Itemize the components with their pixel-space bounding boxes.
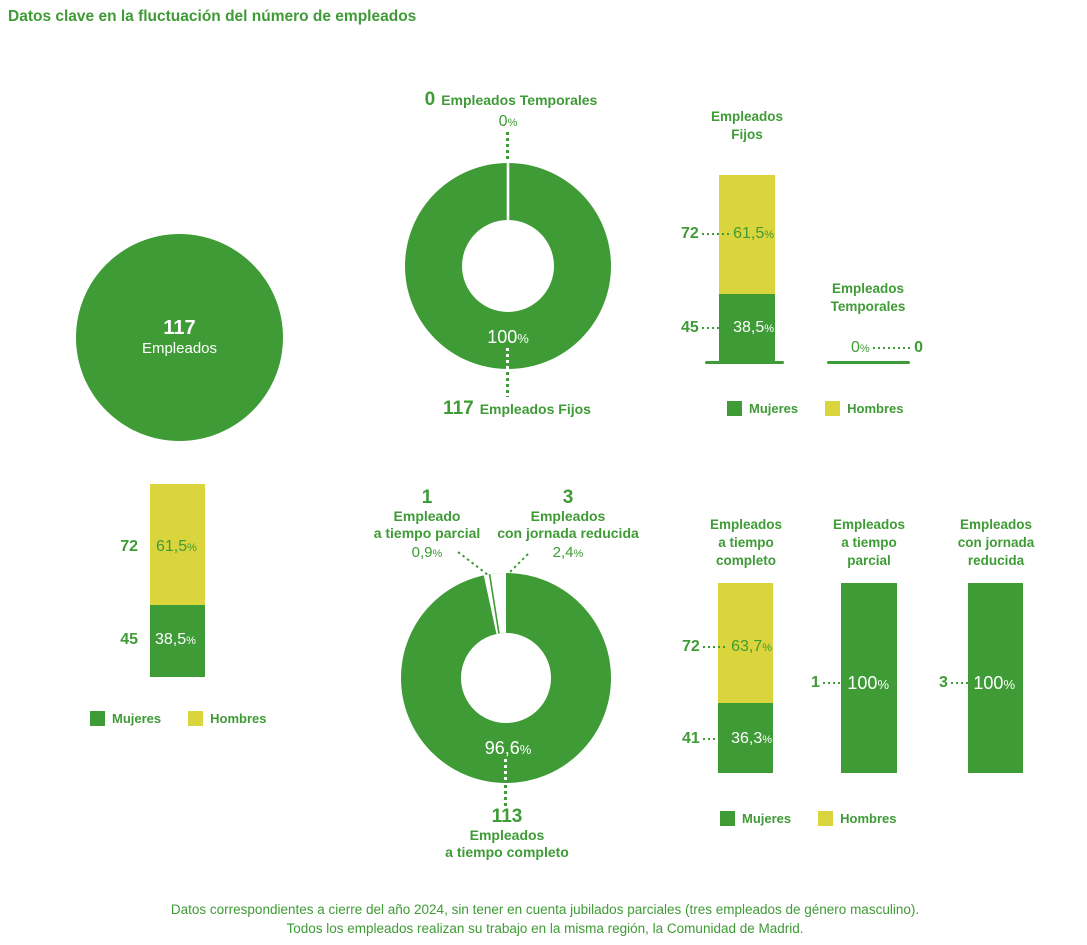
donut-contract-fijos-callout: 117 Empleados Fijos	[443, 398, 591, 419]
temporales-value: 0	[424, 89, 436, 110]
fijos-label: Empleados Fijos	[479, 401, 591, 417]
bar-temporales-baseline	[827, 361, 910, 364]
parcial-value: 1	[421, 487, 433, 508]
legend-contract: Mujeres Hombres	[727, 401, 904, 416]
slice-divider	[488, 574, 500, 634]
mujeres-swatch	[727, 401, 742, 416]
completo-mujeres-pct: 36,3%	[731, 730, 772, 747]
donut-worktime-parcial-callout: 1 Empleado a tiempo parcial 0,9%	[373, 487, 481, 561]
barchart-parcial-title: Empleados a tiempo parcial	[832, 517, 906, 568]
temporales-bar-pct: 0%	[851, 339, 870, 356]
legend-worktime: Mujeres Hombres	[720, 811, 897, 826]
page-title: Datos clave en la fluctuación del número…	[8, 8, 417, 25]
hombres-swatch	[825, 401, 841, 416]
total-employees-circle: 117 Empleados	[76, 234, 283, 441]
footnote: Datos correspondientes a cierre del año …	[171, 900, 919, 938]
dotted-leader	[822, 682, 845, 684]
barchart-temporales-title: Empleados Temporales	[830, 281, 906, 314]
total-employees-label: Empleados	[141, 340, 218, 357]
donut-worktime-chart	[401, 551, 611, 783]
barchart-reducida-title: Empleados con jornada reducida	[957, 517, 1035, 568]
reducida-bar-pct: 100%	[973, 672, 1015, 693]
completo-hombres-label-row: 72 63,7%	[682, 637, 772, 657]
fijos-hombres-label-row: 72 61,5%	[681, 224, 774, 244]
gender-mujeres-count: 45	[120, 631, 138, 648]
mujeres-swatch	[90, 711, 105, 726]
gender-hombres-pct: 61,5%	[156, 538, 197, 555]
legend-item-mujeres: Mujeres	[90, 711, 161, 726]
completo-hombres-pct: 63,7%	[731, 638, 772, 655]
legend-item-mujeres: Mujeres	[720, 811, 791, 826]
donut-worktime-reducida-callout: 3 Empleados con jornada reducida 2,4%	[497, 487, 639, 561]
barchart-completo-title: Empleados a tiempo completo	[709, 517, 783, 568]
dotted-leader	[702, 738, 729, 740]
dotted-leader	[701, 327, 731, 329]
legend-item-mujeres: Mujeres	[727, 401, 798, 416]
fijos-mujeres-count: 45	[681, 319, 699, 336]
fijos-mujeres-label-row: 45 38,5%	[681, 318, 774, 338]
fijos-hombres-pct: 61,5%	[733, 225, 774, 242]
dotted-connector	[506, 372, 509, 397]
dotted-connector	[504, 785, 507, 806]
parcial-label-row: 1 100%	[811, 673, 889, 693]
temporales-label: Empleados Temporales	[441, 92, 598, 108]
bar-reducida-segment	[968, 583, 1023, 773]
fijos-pct: 100%	[487, 327, 529, 347]
parcial-count: 1	[811, 674, 820, 691]
bar-gender-mujeres-segment	[150, 605, 205, 677]
dotted-connector	[504, 759, 507, 782]
donut-contract-temporales-callout: 0 Empleados Temporales	[425, 89, 598, 110]
mujeres-swatch	[720, 811, 735, 826]
donut-contract-chart	[405, 163, 611, 369]
temporales-pct: 0%	[498, 113, 518, 130]
reducida-count: 3	[939, 674, 948, 691]
completo-pct: 96,6%	[484, 738, 532, 758]
hombres-swatch	[818, 811, 834, 826]
legend-item-hombres: Hombres	[188, 711, 267, 726]
parcial-pct: 0,9%	[411, 544, 443, 561]
bar-fijos-baseline	[705, 361, 784, 364]
fijos-mujeres-pct: 38,5%	[733, 319, 774, 336]
completo-mujeres-count: 41	[682, 730, 700, 747]
reducida-value: 3	[562, 487, 574, 508]
dotted-leader	[702, 646, 729, 648]
callout-line-parcial	[457, 551, 493, 579]
legend-item-hombres: Hombres	[825, 401, 904, 416]
reducida-label-row: 3 100%	[939, 673, 1015, 693]
footnote-line1: Datos correspondientes a cierre del año …	[170, 902, 920, 917]
footnote-line2: Todos los empleados realizan su trabajo …	[286, 921, 804, 936]
dotted-leader	[872, 347, 912, 349]
fijos-value: 117	[443, 398, 474, 419]
reducida-pct: 2,4%	[552, 544, 584, 561]
callout-line-reducida	[505, 553, 529, 577]
bar-completo-hombres-segment	[718, 583, 773, 703]
barchart-fijos-title: Empleados Fijos	[710, 109, 784, 142]
dotted-leader	[701, 233, 731, 235]
dotted-connector	[506, 348, 509, 369]
dotted-connector	[506, 132, 509, 159]
total-employees-value: 117	[163, 317, 196, 339]
completo-mujeres-label-row: 41 36,3%	[682, 729, 772, 749]
donut-worktime-completo-callout: 113 Empleados a tiempo completo	[445, 806, 569, 860]
temporales-zero-label-row: 0% 0	[851, 338, 923, 358]
bar-gender-hombres-segment	[150, 484, 205, 605]
parcial-bar-pct: 100%	[847, 672, 889, 693]
temporales-bar-count: 0	[914, 339, 923, 356]
gender-hombres-count: 72	[120, 538, 138, 555]
legend-gender: Mujeres Hombres	[90, 711, 267, 726]
hombres-swatch	[188, 711, 204, 726]
bar-parcial-segment	[841, 583, 897, 773]
gender-mujeres-pct: 38,5%	[155, 631, 196, 648]
dotted-leader	[950, 682, 971, 684]
completo-value: 113	[491, 806, 523, 827]
legend-item-hombres: Hombres	[818, 811, 897, 826]
completo-hombres-count: 72	[682, 638, 700, 655]
fijos-hombres-count: 72	[681, 225, 699, 242]
